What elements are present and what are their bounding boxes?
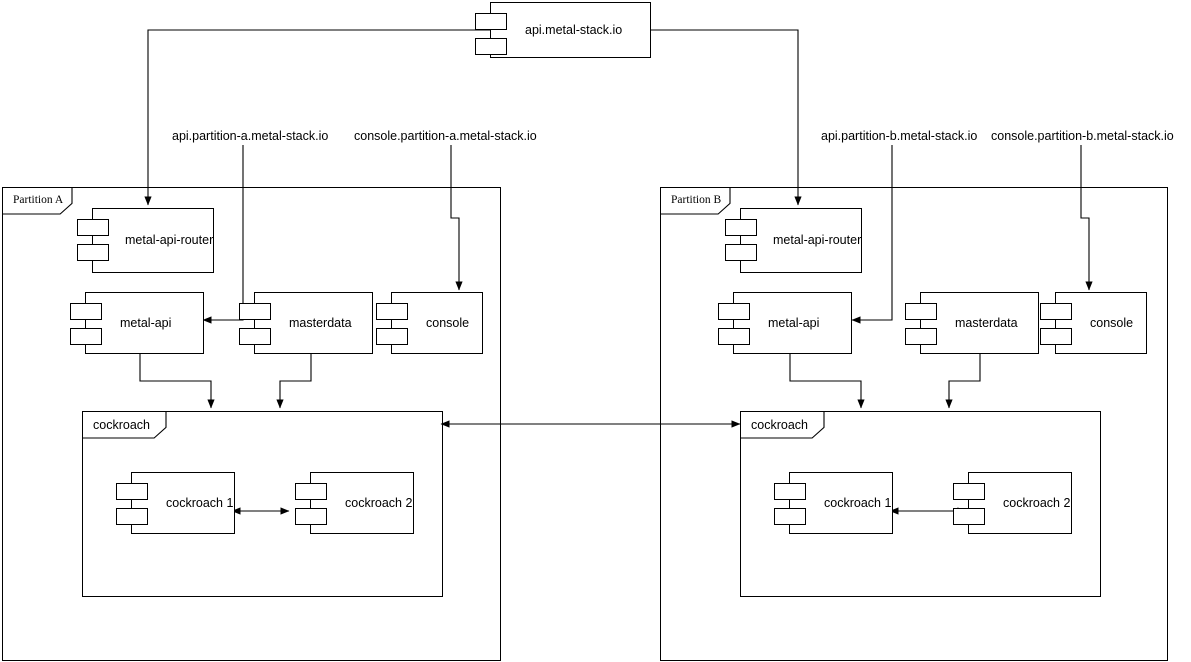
component-label: console <box>426 315 470 330</box>
cockroach-frame-a: cockroach cockroach 1 cockroach 2 <box>82 411 443 597</box>
component-socket-bottom <box>1040 328 1072 345</box>
partition-frame-a: Partition A metal-api-router metal-api m… <box>2 187 501 661</box>
component-socket-bottom <box>239 328 271 345</box>
component-label: metal-api-router <box>125 233 214 248</box>
connector-root-to-router-b <box>651 29 802 206</box>
edge-label-console-partition-b: console.partition-b.metal-stack.io <box>991 129 1174 143</box>
cockroach-b-tab-edge <box>741 412 824 438</box>
component-socket-top <box>77 219 109 236</box>
partition-a-label: Partition A <box>13 194 64 207</box>
component-socket-top <box>1040 303 1072 320</box>
component-cockroach-2-b[interactable]: cockroach 2 <box>953 472 1072 534</box>
component-socket-top <box>239 303 271 320</box>
component-socket-top <box>70 303 102 320</box>
component-console-b[interactable]: console <box>1040 292 1147 354</box>
partition-b-tab-edge <box>661 188 730 214</box>
component-socket-bottom <box>774 508 806 525</box>
component-socket-top <box>376 303 408 320</box>
cockroach-b-label: cockroach <box>751 417 808 432</box>
component-console-a[interactable]: console <box>376 292 483 354</box>
component-label: api.metal-stack.io <box>525 22 623 37</box>
edge-label-console-partition-a: console.partition-a.metal-stack.io <box>354 129 537 143</box>
component-socket-top <box>295 483 327 500</box>
component-label: masterdata <box>289 315 352 330</box>
component-label: cockroach 2 <box>1003 495 1071 510</box>
partition-frame-b: Partition B metal-api-router metal-api m… <box>660 187 1168 661</box>
component-api-metal-stack-io[interactable]: api.metal-stack.io <box>475 2 651 58</box>
component-label: metal-api-router <box>773 233 862 248</box>
component-masterdata-b[interactable]: masterdata <box>905 292 1039 354</box>
cockroach-a-tab-edge <box>83 412 166 438</box>
partition-b-label: Partition B <box>671 194 722 207</box>
component-label: metal-api <box>768 315 820 330</box>
component-metal-api-router-b[interactable]: metal-api-router <box>725 208 862 273</box>
component-metal-api-router-a[interactable]: metal-api-router <box>77 208 214 273</box>
partition-b-tab: Partition B <box>660 187 730 214</box>
component-socket-top <box>953 483 985 500</box>
component-label: cockroach 1 <box>824 495 892 510</box>
partition-a-tab: Partition A <box>2 187 72 214</box>
cockroach-a-tab: cockroach <box>82 411 166 438</box>
component-socket-top <box>774 483 806 500</box>
component-socket-bottom <box>475 38 507 55</box>
component-cockroach-1-b[interactable]: cockroach 1 <box>774 472 893 534</box>
partition-a-tab-edge <box>3 188 72 214</box>
component-socket-bottom <box>953 508 985 525</box>
edge-label-api-partition-b: api.partition-b.metal-stack.io <box>821 129 978 143</box>
cockroach-frame-b: cockroach cockroach 1 cockroach 2 <box>740 411 1101 597</box>
component-socket-top <box>725 219 757 236</box>
component-socket-bottom <box>725 244 757 261</box>
component-label: masterdata <box>955 315 1018 330</box>
component-label: metal-api <box>120 315 172 330</box>
component-socket-top <box>475 13 507 30</box>
component-cockroach-2-a[interactable]: cockroach 2 <box>295 472 414 534</box>
component-socket-top <box>718 303 750 320</box>
component-label: console <box>1090 315 1134 330</box>
component-socket-bottom <box>116 508 148 525</box>
connector-root-to-router-a <box>144 29 490 206</box>
component-metal-api-a[interactable]: metal-api <box>70 292 204 354</box>
component-socket-bottom <box>905 328 937 345</box>
component-socket-top <box>116 483 148 500</box>
component-socket-bottom <box>295 508 327 525</box>
component-socket-bottom <box>77 244 109 261</box>
component-label: cockroach 1 <box>166 495 234 510</box>
component-socket-bottom <box>376 328 408 345</box>
component-metal-api-b[interactable]: metal-api <box>718 292 852 354</box>
component-socket-bottom <box>718 328 750 345</box>
component-label: cockroach 2 <box>345 495 413 510</box>
cockroach-a-label: cockroach <box>93 417 150 432</box>
edge-label-api-partition-a: api.partition-a.metal-stack.io <box>172 129 329 143</box>
component-socket-top <box>905 303 937 320</box>
component-masterdata-a[interactable]: masterdata <box>239 292 373 354</box>
component-cockroach-1-a[interactable]: cockroach 1 <box>116 472 235 534</box>
component-socket-bottom <box>70 328 102 345</box>
cockroach-b-tab: cockroach <box>740 411 824 438</box>
